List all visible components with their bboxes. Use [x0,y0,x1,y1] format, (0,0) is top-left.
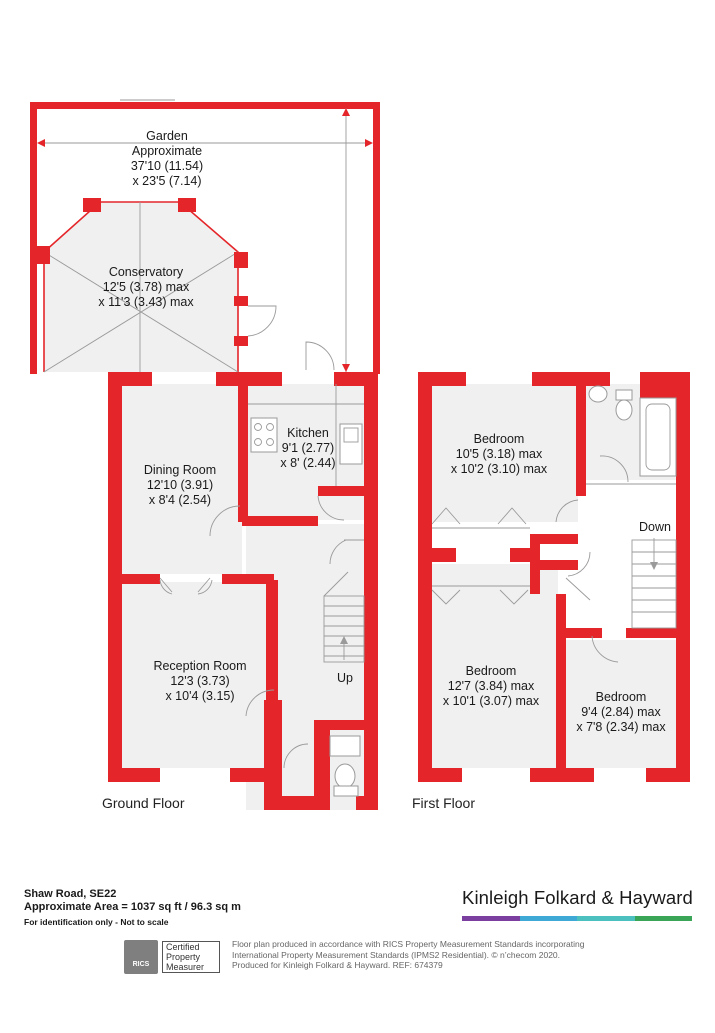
conservatory-title: Conservatory [109,265,184,279]
certified-measurer-label: Certified Property Measurer [162,941,220,973]
kitchen-title: Kitchen [287,426,329,440]
approximate-area: Approximate Area = 1037 sq ft / 96.3 sq … [24,901,241,913]
kitchen-line1: 9'1 (2.77) [282,441,334,455]
stairs-up-label: Up [337,671,353,685]
dining-room-line2: x 8'4 (2.54) [149,493,211,507]
cert-line2: Property [166,952,201,962]
ground-floor-plan [30,99,380,810]
address: Shaw Road, SE22 [24,888,117,900]
reception-room-floor [120,582,270,768]
disclaimer: Floor plan produced in accordance with R… [232,939,612,971]
cert-line3: Measurer [166,962,205,972]
conservatory-line1: 12'5 (3.78) max [103,280,190,294]
stairs-down [631,538,677,629]
dining-room-title: Dining Room [144,463,216,477]
brand-name: Kinleigh Folkard & Hayward [462,887,693,908]
conservatory-floor [44,202,238,372]
cert-line1: Certified [166,942,200,952]
garden-title: Garden [146,129,188,143]
brand-bar-purple [462,916,520,921]
bedroom-3-title: Bedroom [596,690,647,704]
reception-room-line2: x 10'4 (3.15) [165,689,234,703]
garden-line2: 37'10 (11.54) [131,159,203,173]
scale-note: For identification only - Not to scale [24,917,169,927]
kitchen-line2: x 8' (2.44) [280,456,335,470]
rics-seal-icon [124,940,158,974]
bedroom-3-line2: x 7'8 (2.34) max [576,720,666,734]
bedroom-2-line2: x 10'1 (3.07) max [443,694,540,708]
stairs-up [323,571,365,663]
brand-color-bar [462,916,692,921]
bedroom-1-line2: x 10'2 (3.10) max [451,462,548,476]
bedroom-2-line1: 12'7 (3.84) max [448,679,535,693]
dining-room-line1: 12'10 (3.91) [147,478,213,492]
bedroom-1-line1: 10'5 (3.18) max [456,447,543,461]
brand-bar-teal [577,916,635,921]
first-floor-plan [418,372,690,782]
conservatory-line2: x 11'3 (3.43) max [98,295,194,309]
stairs-down-label: Down [639,520,671,534]
bedroom-3-floor [564,640,678,768]
garden-line3: x 23'5 (7.14) [132,174,201,188]
first-floor-label: First Floor [412,795,475,811]
bedroom-2-floor [430,564,558,768]
property-info: Shaw Road, SE22 Approximate Area = 1037 … [24,888,241,929]
bedroom-1-title: Bedroom [474,432,525,446]
dining-room-floor [120,384,242,574]
ground-floor-label: Ground Floor [102,795,185,811]
disclaimer-line1: Floor plan produced in accordance with R… [232,939,585,949]
disclaimer-line3: Produced for Kinleigh Folkard & Hayward.… [232,960,443,970]
rics-seal-text: RICS [132,961,150,968]
reception-room-line1: 12'3 (3.73) [170,674,229,688]
garden-line1: Approximate [132,144,202,158]
rics-badge: RICS Certified Property Measurer [124,940,224,974]
room-labels: Garden Approximate 37'10 (11.54) x 23'5 … [98,129,671,734]
bedroom-1-floor [430,384,578,522]
reception-room-title: Reception Room [153,659,246,673]
brand-bar-green [634,916,692,921]
brand-bar-blue [519,916,577,921]
disclaimer-line2: International Property Measurement Stand… [232,949,561,960]
bedroom-2-title: Bedroom [466,664,517,678]
bedroom-3-line1: 9'4 (2.84) max [581,705,661,719]
